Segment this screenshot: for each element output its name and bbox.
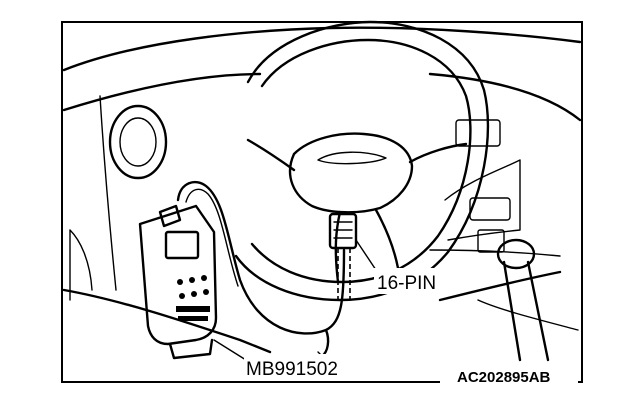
scan-tool-screen	[164, 230, 200, 260]
connector-label: 16-PIN	[377, 273, 436, 294]
figure-border	[61, 21, 583, 383]
steering-wheel	[234, 20, 490, 302]
tool-label: MB991502	[246, 359, 338, 380]
connector-leader-line	[355, 239, 377, 271]
tool-leader-line	[213, 339, 247, 361]
scan-tool	[138, 204, 218, 360]
figure-code: AC202895AB	[457, 369, 551, 386]
dashboard	[62, 26, 582, 354]
gear-shifter	[477, 238, 579, 362]
scan-tool-keypad	[176, 275, 210, 321]
data-link-connector	[328, 212, 358, 300]
